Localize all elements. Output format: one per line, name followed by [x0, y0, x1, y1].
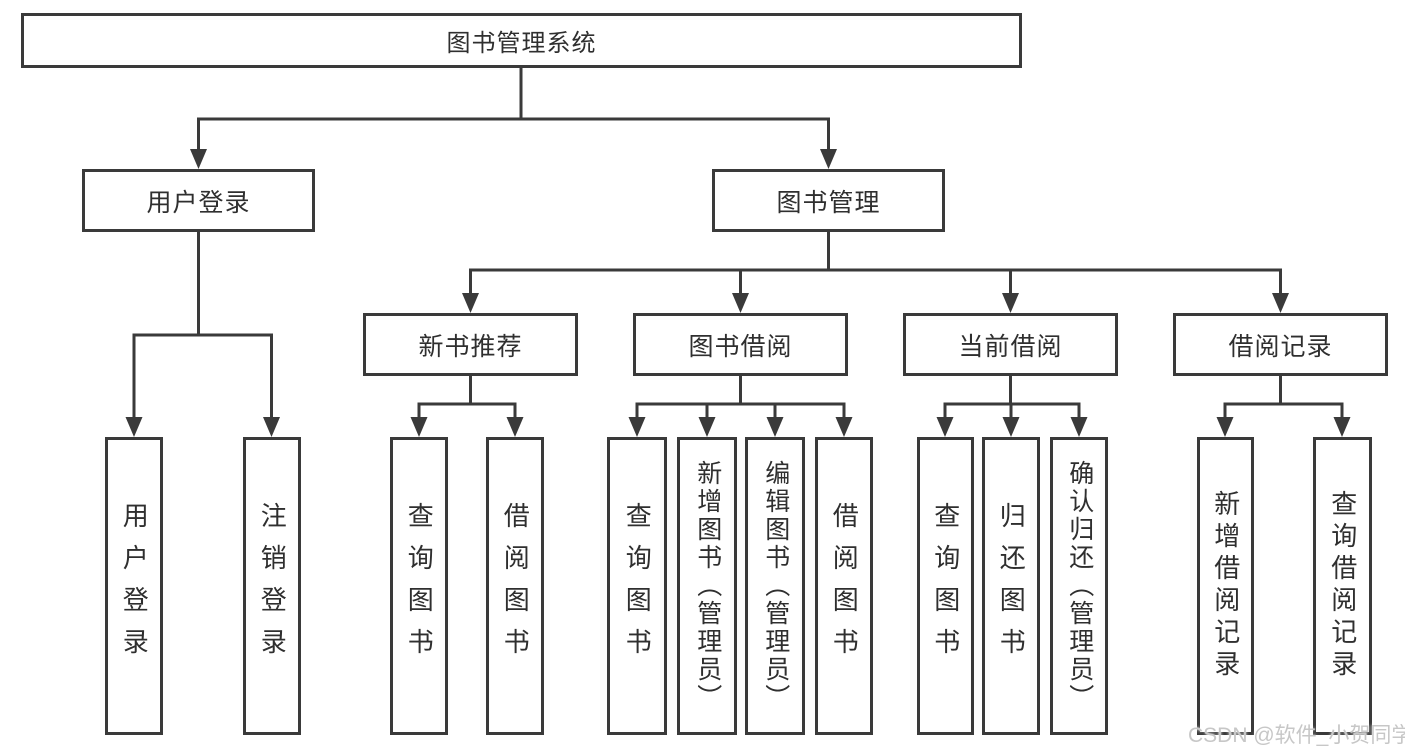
leaf-return-book-label: 归还图书 [996, 502, 1027, 670]
leaf-add-borrow-record-label: 新增借阅记录 [1210, 490, 1241, 682]
node-book-management: 图书管理 [712, 169, 945, 232]
node-current-borrow: 当前借阅 [903, 313, 1118, 376]
edge-new-book-recommend-to-children [417, 376, 517, 419]
leaf-return-book: 归还图书 [982, 437, 1040, 735]
edge-user-login-to-children [132, 232, 273, 419]
leaf-add-book-admin-label: 新增图书（管理员） [693, 460, 722, 712]
leaf-add-borrow-record: 新增借阅记录 [1197, 437, 1254, 735]
edge-borrow-records-to-children [1223, 376, 1344, 419]
leaf-query-book-1-label: 查询图书 [404, 502, 435, 670]
leaf-borrow-book-2: 借阅图书 [815, 437, 873, 735]
arrowheads [125, 149, 1351, 437]
node-root-label: 图书管理系统 [446, 30, 597, 57]
leaf-add-book-admin: 新增图书（管理员） [677, 437, 737, 735]
csdn-watermark: CSDN @软件_小贺同学 [1188, 724, 1405, 747]
node-book-borrow-label: 图书借阅 [688, 332, 793, 361]
leaf-user-login: 用户登录 [105, 437, 163, 735]
leaf-edit-book-admin: 编辑图书（管理员） [745, 437, 805, 735]
node-new-book-recommend-label: 新书推荐 [418, 332, 523, 361]
leaf-query-borrow-record: 查询借阅记录 [1313, 437, 1372, 735]
edge-book-borrow-to-children [635, 376, 846, 419]
node-user-login: 用户登录 [82, 169, 315, 232]
edge-root-to-level2 [197, 68, 830, 151]
leaf-user-login-label: 用户登录 [119, 502, 150, 670]
leaf-confirm-return-admin: 确认归还（管理员） [1050, 437, 1108, 735]
leaf-logout: 注销登录 [243, 437, 301, 735]
node-borrow-records-label: 借阅记录 [1228, 332, 1333, 361]
edge-book-management-to-level3 [469, 232, 1282, 295]
leaf-borrow-book-1-label: 借阅图书 [500, 502, 531, 670]
leaf-borrow-book-1: 借阅图书 [486, 437, 544, 735]
leaf-query-book-2-label: 查询图书 [622, 502, 653, 670]
node-new-book-recommend: 新书推荐 [363, 313, 578, 376]
leaf-logout-label: 注销登录 [257, 502, 288, 670]
node-borrow-records: 借阅记录 [1173, 313, 1388, 376]
leaf-borrow-book-2-label: 借阅图书 [829, 502, 860, 670]
leaf-confirm-return-admin-label: 确认归还（管理员） [1065, 460, 1094, 712]
leaf-query-book-3-label: 查询图书 [930, 502, 961, 670]
node-root: 图书管理系统 [21, 13, 1022, 68]
leaf-query-book-1: 查询图书 [390, 437, 448, 735]
leaf-query-book-3: 查询图书 [917, 437, 974, 735]
node-user-login-label: 用户登录 [146, 188, 251, 217]
tree-edges [132, 68, 1344, 419]
leaf-query-borrow-record-label: 查询借阅记录 [1327, 490, 1358, 682]
node-book-borrow: 图书借阅 [633, 313, 848, 376]
node-book-management-label: 图书管理 [776, 188, 881, 217]
leaf-query-book-2: 查询图书 [607, 437, 667, 735]
leaf-edit-book-admin-label: 编辑图书（管理员） [761, 460, 790, 712]
node-current-borrow-label: 当前借阅 [958, 332, 1063, 361]
edge-current-borrow-to-children [943, 376, 1081, 419]
